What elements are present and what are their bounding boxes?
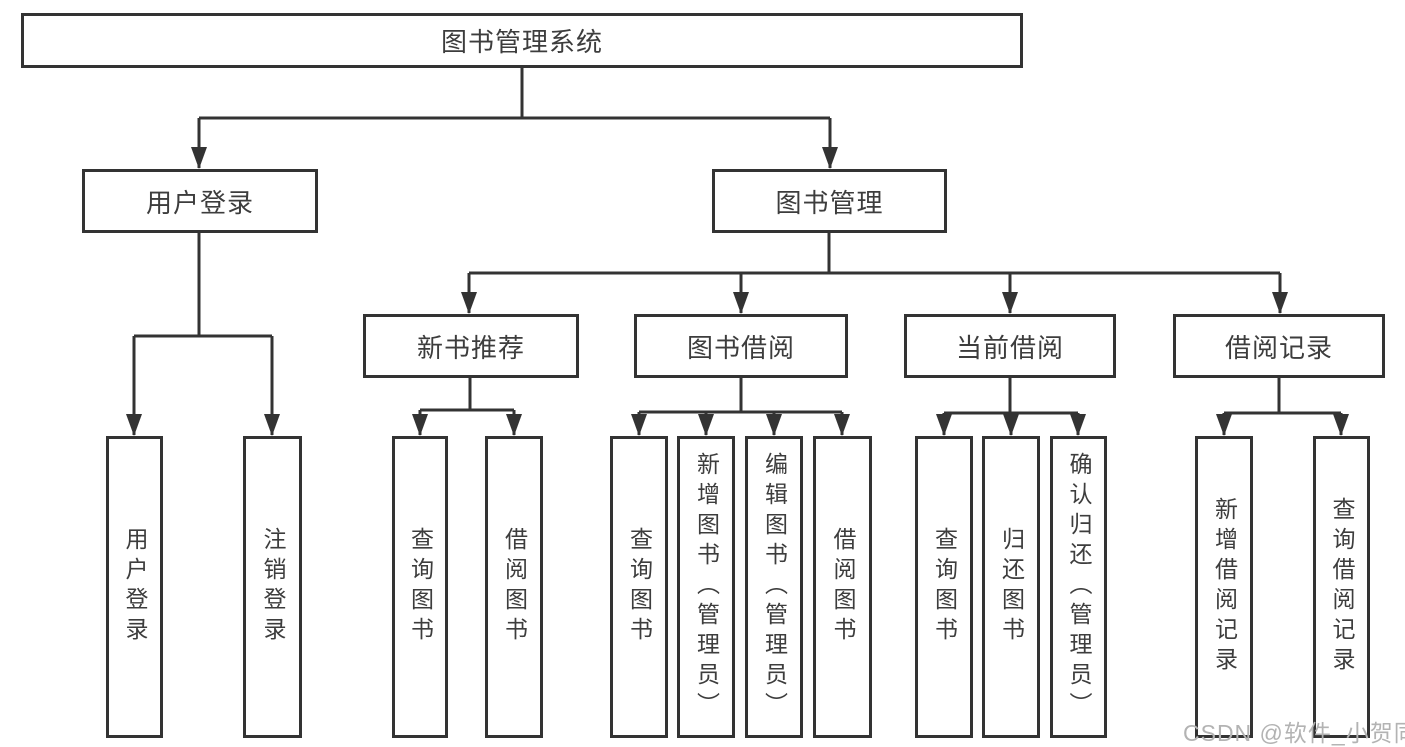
node-user-login-label: 用户登录 (145, 187, 254, 218)
node-book-borrow-label: 图书借阅 (686, 332, 795, 363)
leaf-edit-book-admin-label: 编辑图书（管理员） (761, 452, 788, 722)
node-book-borrow: 图书借阅 (634, 314, 848, 378)
leaf-user-login: 用户登录 (106, 436, 163, 738)
node-new-book-recommend-label: 新书推荐 (416, 332, 525, 363)
node-root: 图书管理系统 (21, 13, 1023, 68)
leaf-add-book-admin: 新增图书（管理员） (677, 436, 735, 738)
leaf-query-borrow-record: 查询借阅记录 (1313, 436, 1370, 738)
node-current-borrow: 当前借阅 (904, 314, 1116, 378)
leaf-query-borrow-record-label: 查询借阅记录 (1329, 497, 1355, 677)
leaf-query-books-current: 查询图书 (915, 436, 973, 738)
leaf-return-books: 归还图书 (982, 436, 1040, 738)
csdn-watermark: CSDN @软件_小贺同学 (1183, 720, 1405, 746)
leaf-user-login-label: 用户登录 (122, 527, 148, 647)
leaf-logout: 注销登录 (243, 436, 302, 738)
connector-rails (134, 68, 1341, 415)
leaf-query-books-borrow: 查询图书 (610, 436, 668, 738)
leaf-query-books-borrow-label: 查询图书 (626, 527, 653, 647)
leaf-add-borrow-record-label: 新增借阅记录 (1211, 497, 1238, 677)
leaf-borrow-books-borrow-label: 借阅图书 (830, 527, 856, 647)
leaf-add-book-admin-label: 新增图书（管理员） (693, 452, 720, 722)
node-root-label: 图书管理系统 (440, 27, 603, 57)
node-borrow-records-label: 借阅记录 (1224, 332, 1333, 363)
node-new-book-recommend: 新书推荐 (363, 314, 579, 378)
node-book-management-label: 图书管理 (775, 187, 884, 218)
leaf-borrow-books-recommend: 借阅图书 (485, 436, 543, 738)
leaf-edit-book-admin: 编辑图书（管理员） (745, 436, 803, 738)
node-book-management: 图书管理 (712, 169, 947, 233)
node-current-borrow-label: 当前借阅 (955, 332, 1064, 363)
connector-arrows (126, 118, 1349, 436)
leaf-confirm-return-admin-label: 确认归还（管理员） (1066, 452, 1092, 722)
leaf-confirm-return-admin: 确认归还（管理员） (1050, 436, 1107, 738)
leaf-add-borrow-record: 新增借阅记录 (1195, 436, 1253, 738)
leaf-query-books-recommend-label: 查询图书 (407, 527, 434, 647)
leaf-query-books-recommend: 查询图书 (392, 436, 448, 738)
leaf-return-books-label: 归还图书 (998, 527, 1025, 647)
leaf-borrow-books-recommend-label: 借阅图书 (501, 527, 528, 647)
leaf-query-books-current-label: 查询图书 (931, 527, 958, 647)
leaf-logout-label: 注销登录 (260, 527, 286, 647)
node-borrow-records: 借阅记录 (1173, 314, 1385, 378)
node-user-login: 用户登录 (82, 169, 318, 233)
leaf-borrow-books-borrow: 借阅图书 (813, 436, 872, 738)
